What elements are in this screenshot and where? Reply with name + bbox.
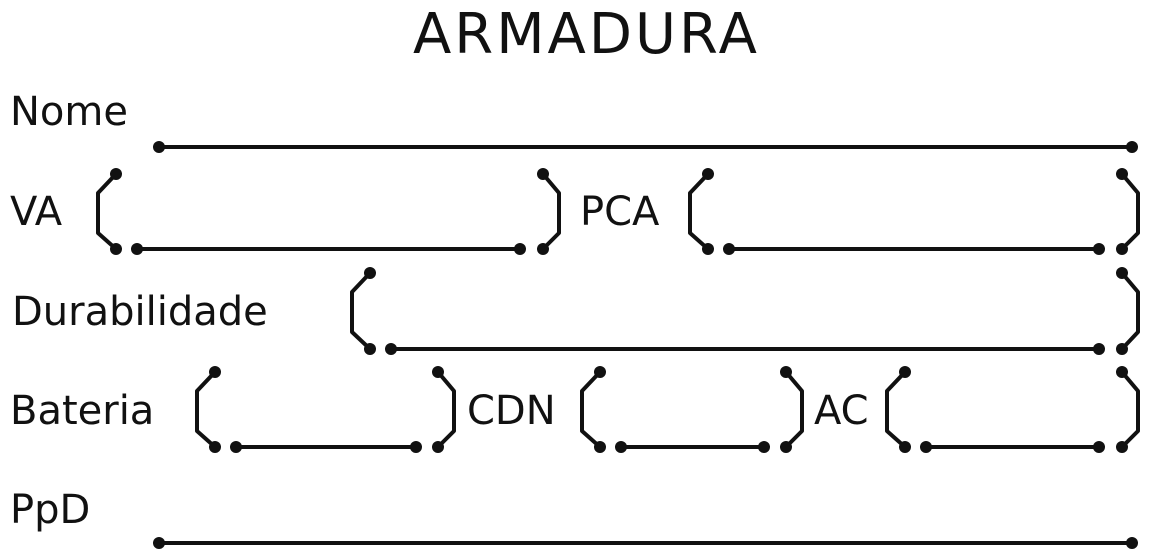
bateria-label: Bateria	[10, 388, 155, 434]
endpoint-dots	[110, 141, 1138, 549]
va-label: VA	[10, 189, 63, 235]
va-field[interactable]	[96, 172, 561, 251]
pca-field[interactable]	[688, 172, 1140, 251]
bateria-field[interactable]	[195, 370, 456, 449]
cdn-field[interactable]	[580, 370, 804, 449]
cdn-label: CDN	[467, 388, 556, 434]
pca-label: PCA	[580, 189, 660, 235]
ac-label: AC	[814, 388, 869, 434]
durabilidade-label: Durabilidade	[12, 289, 268, 335]
sheet-title: ARMADURA	[413, 2, 760, 67]
ac-field[interactable]	[885, 370, 1140, 449]
durabilidade-field[interactable]	[350, 271, 1140, 351]
nome-label: Nome	[10, 89, 128, 135]
ppd-label: PpD	[10, 487, 91, 533]
